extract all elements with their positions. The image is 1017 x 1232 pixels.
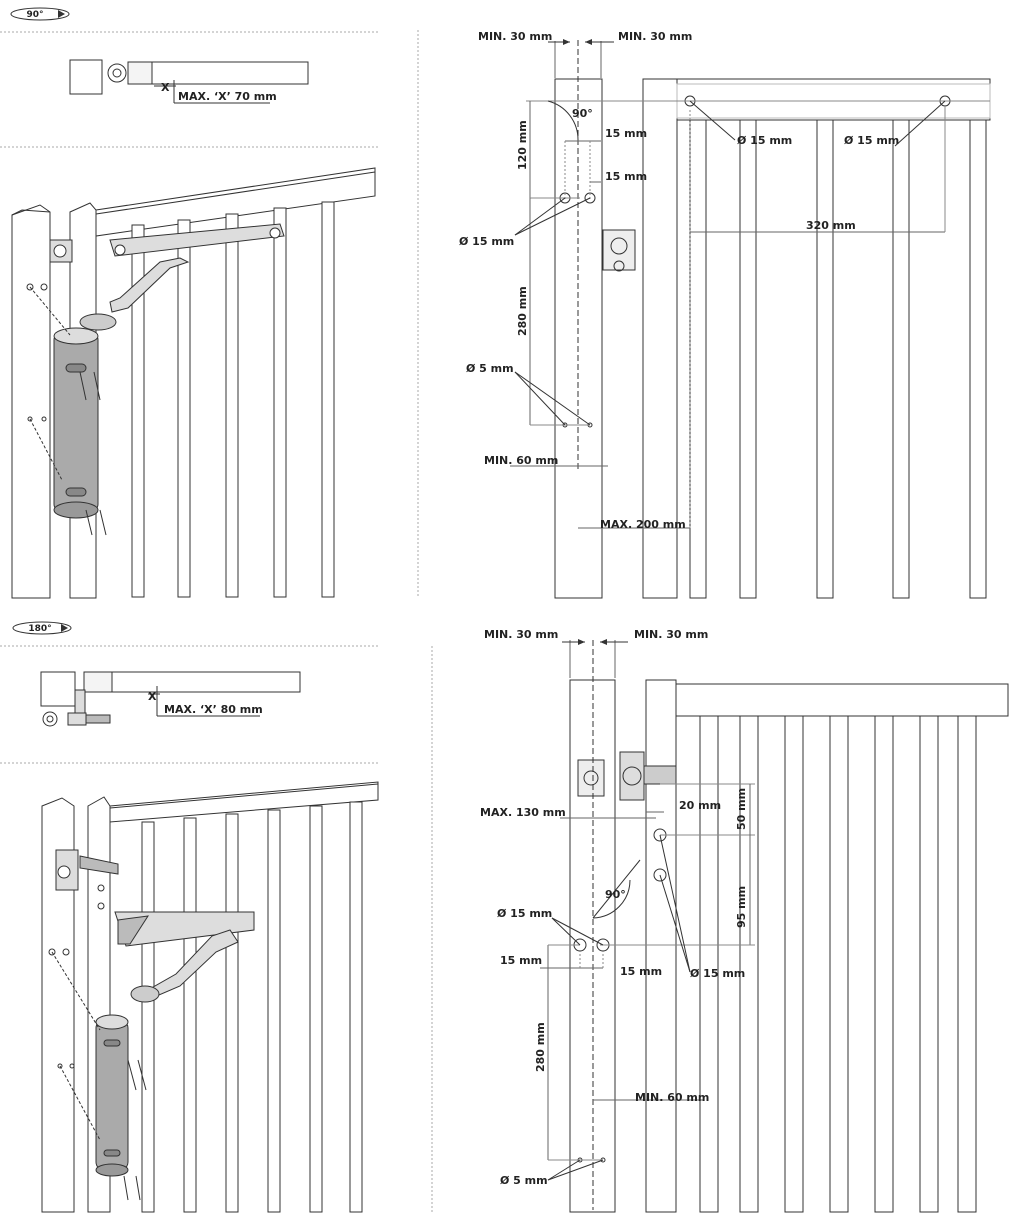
dim-15-left: 15 mm [500, 954, 542, 967]
min-30-left: MIN. 30 mm [484, 628, 558, 641]
max-x-label: MAX. ‘X’ 70 mm [178, 90, 277, 103]
dim-15-b: 15 mm [605, 170, 647, 183]
angle-90: 90° [572, 107, 593, 120]
dia-15-left: Ø 15 mm [497, 907, 552, 920]
gate-perspective-90 [11, 167, 376, 599]
dim-280: 280 mm [534, 1022, 547, 1072]
rotation-badge-180: 180° [12, 621, 72, 635]
rotate-arrow-icon [61, 624, 68, 632]
min-60: MIN. 60 mm [635, 1091, 709, 1104]
x-mark: X [148, 690, 157, 703]
dim-280: 280 mm [516, 286, 529, 336]
dim-50: 50 mm [735, 788, 748, 830]
max-130: MAX. 130 mm [480, 806, 566, 819]
min-30-left: MIN. 30 mm [478, 30, 552, 43]
top-view-180 [40, 671, 301, 727]
dim-15-a: 15 mm [605, 127, 647, 140]
dia-5: Ø 5 mm [500, 1174, 548, 1187]
max-x-label: MAX. ‘X’ 80 mm [164, 703, 263, 716]
tech-drawing-90 [510, 39, 991, 599]
x-mark: X [161, 81, 170, 94]
rotation-badge-90: 90° [10, 7, 70, 21]
rotate-arrow-icon [58, 10, 65, 18]
dia-15-a: Ø 15 mm [737, 134, 792, 147]
badge-label: 90° [26, 10, 43, 20]
gate-perspective-180 [41, 781, 379, 1213]
dim-20: 20 mm [679, 799, 721, 812]
top-panel-90: 90° X MAX. ‘X’ 70 mm [0, 7, 991, 599]
min-30-right: MIN. 30 mm [634, 628, 708, 641]
bottom-panel-180: 180° X MAX. ‘X’ 80 mm [0, 621, 1009, 1213]
dia-15-left: Ø 15 mm [459, 235, 514, 248]
min-30-right: MIN. 30 mm [618, 30, 692, 43]
tech-drawing-180 [540, 639, 1009, 1213]
dia-15-right: Ø 15 mm [690, 967, 745, 980]
dim-120: 120 mm [516, 120, 529, 170]
max-200: MAX. 200 mm [600, 518, 686, 531]
dim-95: 95 mm [735, 886, 748, 928]
badge-label: 180° [28, 624, 51, 634]
angle-90: 90° [605, 888, 626, 901]
top-view-90 [69, 59, 309, 104]
dia-15-b: Ø 15 mm [844, 134, 899, 147]
dim-15-right: 15 mm [620, 965, 662, 978]
dim-320: 320 mm [806, 219, 856, 232]
min-60: MIN. 60 mm [484, 454, 558, 467]
dia-5: Ø 5 mm [466, 362, 514, 375]
